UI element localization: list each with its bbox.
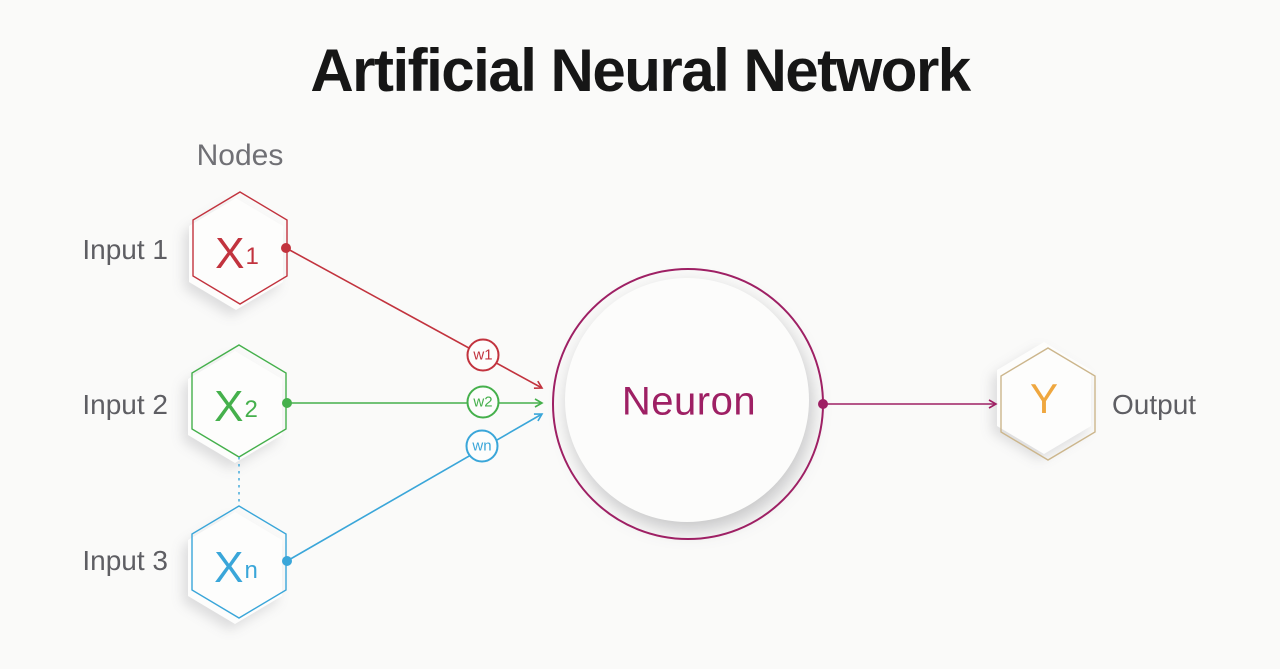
- weight-badge-w2: w2: [466, 385, 500, 419]
- hexagon-fill: [997, 342, 1091, 454]
- output-symbol: Y: [1030, 375, 1058, 423]
- edge-start-dot-input3: [282, 556, 292, 566]
- symbol-main: X: [214, 382, 244, 431]
- hexagon-outline: [1000, 347, 1096, 461]
- edge-start-dot-input2: [282, 398, 292, 408]
- nodes-label: Nodes: [196, 139, 284, 172]
- neuron-disc: [565, 278, 809, 522]
- hexagon-fill: [189, 198, 283, 310]
- symbol-subscript: 2: [244, 396, 258, 423]
- hexagon-outline: [191, 505, 287, 619]
- hexagon-outline: [192, 191, 288, 305]
- symbol-subscript: 1: [245, 243, 259, 270]
- neuron-label: Neuron: [621, 379, 757, 424]
- symbol-main: X: [214, 543, 244, 592]
- edge-input1-neuron: [285, 247, 544, 389]
- input2-label: Input 2: [82, 389, 168, 420]
- input3-label: Input 3: [82, 545, 168, 576]
- input1-node-hexagon: [189, 191, 288, 310]
- input1-label: Input 1: [82, 234, 168, 265]
- output-label: Output: [1112, 389, 1197, 420]
- hexagon-fill: [188, 512, 282, 624]
- page-title: Artificial Neural Network: [310, 37, 971, 104]
- symbol-subscript: n: [244, 557, 258, 584]
- edge-start-dot-input1: [281, 243, 291, 253]
- input3-node-hexagon: [188, 505, 287, 624]
- symbol-main: X: [215, 229, 245, 278]
- weight-label: wn: [472, 437, 492, 455]
- weight-badge-w1: w1: [466, 338, 500, 372]
- weight-badge-wn: wn: [465, 429, 499, 463]
- weight-label: w1: [473, 346, 493, 364]
- symbol-main: Y: [1029, 375, 1059, 422]
- output-node-hexagon: [997, 342, 1096, 461]
- weight-label: w2: [473, 393, 493, 411]
- hexagon-fill: [188, 351, 282, 463]
- edge-start-dot-neuron: [818, 399, 828, 409]
- edge-input3-neuron: [286, 413, 544, 562]
